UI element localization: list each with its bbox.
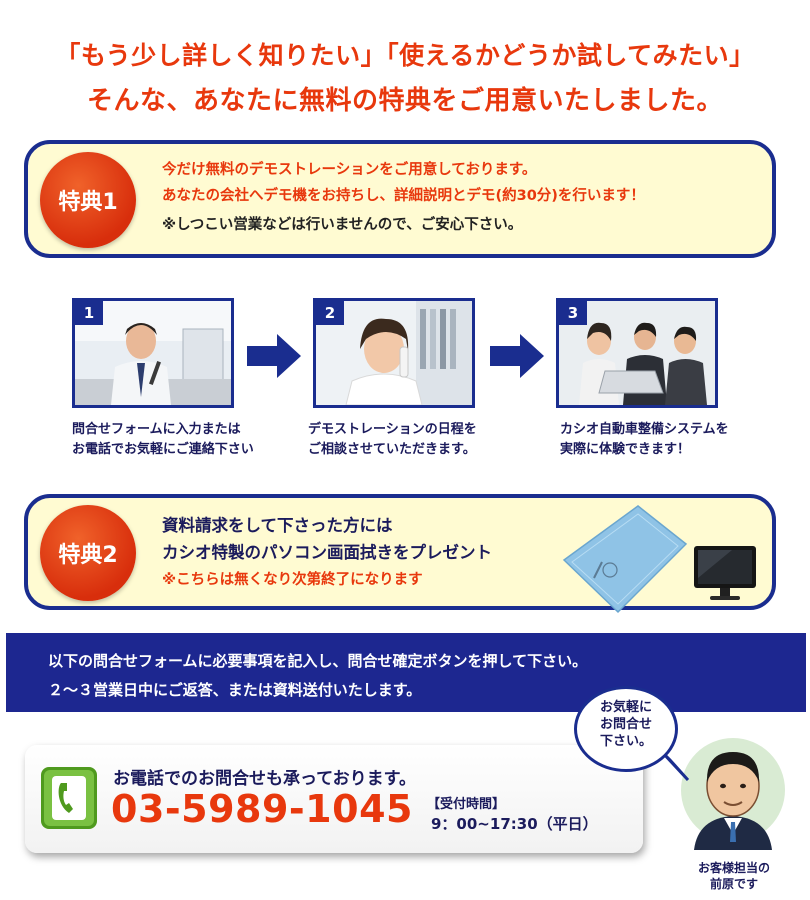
arrow-right-icon [247, 334, 301, 378]
step-1-caption-line-1: 問合せフォームに入力または [72, 422, 241, 437]
step-2-caption-line-2: ご相談させていただきます。 [308, 442, 476, 457]
step-1-caption-line-2: お電話でお気軽にご連絡下さい [72, 442, 254, 457]
headline-line-2: そんな、あなたに無料の特典をご用意いたしました。 [86, 86, 723, 116]
step-1-number: 1 [75, 301, 103, 325]
benefit-1-badge: 特典1 [40, 152, 136, 248]
cleaning-cloth-image [562, 505, 688, 614]
benefit-2-line-2: カシオ特製のパソコン画面拭きをプレゼント [162, 543, 492, 562]
benefit-1-line-2: あなたの会社へデモ機をお持ちし、詳細説明とデモ(約30分)を行います！ [162, 188, 645, 204]
instruction-bar: 以下の問合せフォームに必要事項を記入し、問合せ確定ボタンを押して下さい。 ２～３… [6, 633, 806, 712]
phone-number[interactable]: 03-5989-1045 [111, 787, 413, 831]
step-3-number: 3 [559, 301, 587, 325]
staff-caption-line-1: お客様担当の [697, 861, 770, 875]
business-hours-value: 9：00~17:30（平日） [431, 815, 598, 833]
step-2-caption-line-1: デモストレーションの日程を [308, 422, 477, 437]
headline-line-1: 「もう少し詳しく知りたい」「使えるかどうか試してみたい」 [55, 41, 755, 70]
step-3-caption: カシオ自動車整備システムを 実際に体験できます！ [560, 420, 729, 460]
step-1-photo: 1 [72, 298, 234, 408]
staff-caption-line-2: 前原です [709, 877, 758, 891]
business-hours-label: 【受付時間】 [427, 797, 506, 812]
step-2-number: 2 [316, 301, 344, 325]
benefit-1-line-3: ※しつこい営業などは行いませんので、ご安心下さい。 [162, 217, 523, 233]
staff-caption: お客様担当の 前原です [676, 860, 792, 892]
step-3-caption-line-2: 実際に体験できます！ [560, 442, 691, 457]
step-2-caption: デモストレーションの日程を ご相談させていただきます。 [308, 420, 477, 460]
benefit-2-line-1: 資料請求をして下さった方には [162, 516, 393, 535]
step-2-photo: 2 [313, 298, 475, 408]
benefit-2-box: 特典2 資料請求をして下さった方には カシオ特製のパソコン画面拭きをプレゼント … [24, 494, 776, 610]
staff-avatar [681, 738, 785, 850]
speech-bubble: お気軽に お問合せ 下さい。 [574, 686, 678, 772]
step-3-caption-line-1: カシオ自動車整備システムを [560, 422, 729, 437]
step-1-caption: 問合せフォームに入力または お電話でお気軽にご連絡下さい [72, 420, 254, 460]
speech-bubble-line-1: お気軽に [599, 700, 652, 715]
benefit-2-line-3: ※こちらは無くなり次第終了になります [162, 572, 423, 588]
speech-bubble-line-3: 下さい。 [599, 734, 652, 749]
benefit-1-box: 特典1 今だけ無料のデモストレーションをご用意しております。 あなたの会社へデモ… [24, 140, 776, 258]
instruction-line-1: 以下の問合せフォームに必要事項を記入し、問合せ確定ボタンを押して下さい。 [48, 652, 588, 670]
speech-bubble-line-2: お問合せ [599, 717, 652, 732]
phone-lead-text: お電話でのお問合せも承っております。 [113, 769, 416, 789]
instruction-line-2: ２～３営業日中にご返答、または資料送付いたします。 [48, 681, 422, 699]
step-3-photo: 3 [556, 298, 718, 408]
benefit-2-badge: 特典2 [40, 505, 136, 601]
phone-contact-box: お電話でのお問合せも承っております。 03-5989-1045 【受付時間】 9… [25, 745, 643, 853]
benefit-1-line-1: 今だけ無料のデモストレーションをご用意しております。 [162, 162, 537, 178]
arrow-right-icon [490, 334, 544, 378]
phone-icon [41, 767, 97, 829]
monitor-image [694, 546, 756, 600]
